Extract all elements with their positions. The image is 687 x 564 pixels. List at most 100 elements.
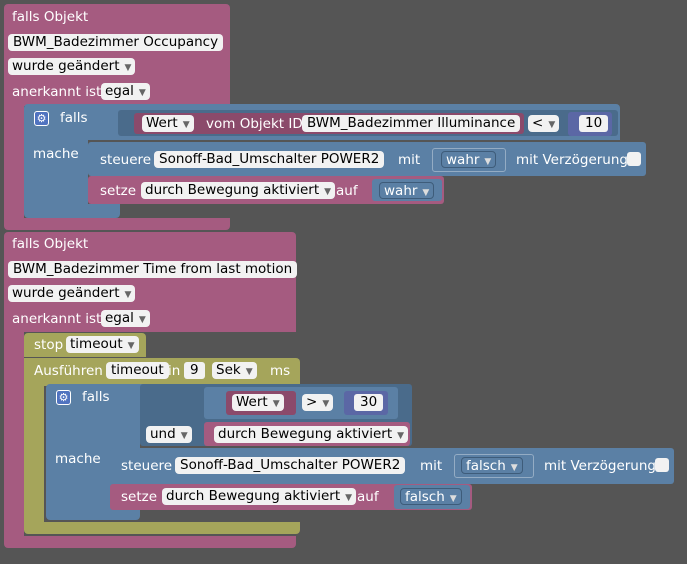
of-object-label: vom Objekt ID	[206, 116, 303, 132]
gear-icon[interactable]: ⚙	[56, 390, 71, 405]
trigger-block-2-spine	[4, 330, 24, 540]
delay-label: mit Verzögerung	[544, 458, 656, 474]
ack-dropdown[interactable]: egal ▼	[101, 310, 150, 327]
delay-checkbox[interactable]	[655, 458, 669, 472]
operator-value: <	[532, 115, 544, 131]
run-delay-number[interactable]: 9	[184, 362, 205, 379]
trigger-block-2-header[interactable]	[4, 232, 296, 332]
value-attribute-dropdown[interactable]: Wert ▼	[142, 115, 194, 132]
delay-checkbox[interactable]	[627, 152, 641, 166]
trigger-type-value: wurde geändert	[12, 58, 120, 74]
dropdown-arrow-icon: ▼	[397, 431, 405, 441]
set-variable-value: durch Bewegung aktiviert	[145, 182, 320, 198]
object-id-field[interactable]: BWM_Badezimmer Occupancy	[8, 34, 224, 51]
trigger-type-dropdown[interactable]: wurde geändert ▼	[8, 285, 136, 302]
trigger-title: falls Objekt	[12, 236, 89, 252]
dropdown-arrow-icon: ▼	[124, 290, 132, 300]
dropdown-arrow-icon: ▼	[182, 120, 190, 130]
to-label: auf	[357, 489, 379, 505]
dropdown-arrow-icon: ▼	[322, 399, 330, 409]
set-value: falsch	[405, 489, 445, 505]
control-value: wahr	[446, 152, 480, 168]
ack-label: anerkannt ist	[12, 311, 102, 327]
dropdown-arrow-icon: ▼	[124, 63, 132, 73]
trigger-block-1-footer	[4, 218, 230, 230]
in-label: in	[168, 363, 181, 379]
control-value-dropdown[interactable]: wahr ▼	[441, 151, 497, 168]
if-block-1-spine	[24, 138, 88, 214]
set-variable-dropdown[interactable]: durch Bewegung aktiviert▼	[141, 182, 336, 199]
dropdown-arrow-icon: ▼	[510, 463, 518, 473]
object-id-field[interactable]: BWM_Badezimmer Time from last motion	[8, 261, 298, 278]
run-timeout-footer	[24, 522, 300, 534]
dropdown-arrow-icon: ▼	[345, 493, 353, 503]
control-value: falsch	[466, 458, 506, 474]
with-label: mit	[420, 458, 443, 474]
if-label: falls	[82, 389, 110, 405]
dropdown-arrow-icon: ▼	[272, 399, 280, 409]
with-label: mit	[398, 152, 421, 168]
value-attribute-value: Wert	[236, 394, 268, 410]
if-block-1-footer	[24, 204, 120, 218]
run-unit-value: Sek	[216, 362, 241, 378]
control-value-socket	[432, 148, 506, 172]
to-label: auf	[336, 183, 358, 199]
trigger-type-value: wurde geändert	[12, 285, 120, 301]
set-variable-value: durch Bewegung aktiviert	[166, 488, 341, 504]
dropdown-arrow-icon: ▼	[138, 315, 146, 325]
dropdown-arrow-icon: ▼	[138, 88, 146, 98]
value-attribute-value: Wert	[146, 115, 178, 131]
dropdown-arrow-icon: ▼	[127, 341, 135, 351]
operator-dropdown[interactable]: <▼	[528, 115, 560, 132]
dropdown-arrow-icon: ▼	[548, 120, 556, 130]
trigger-type-dropdown[interactable]: wurde geändert ▼	[8, 58, 136, 75]
control-label: steuere	[100, 152, 152, 168]
run-unit-dropdown[interactable]: Sek ▼	[212, 362, 257, 379]
dropdown-arrow-icon: ▼	[449, 494, 457, 504]
trigger-block-2-footer	[4, 536, 296, 548]
ack-label: anerkannt ist	[12, 84, 102, 100]
delay-label: mit Verzögerung	[516, 152, 628, 168]
compare-number[interactable]: 30	[354, 394, 384, 411]
trigger-block-1-spine	[4, 100, 24, 224]
do-label: mache	[55, 451, 101, 467]
do-label: mache	[33, 146, 79, 162]
dropdown-arrow-icon: ▼	[422, 188, 430, 198]
control-value-dropdown[interactable]: falsch ▼	[461, 457, 523, 474]
value-attribute-dropdown[interactable]: Wert ▼	[232, 394, 284, 411]
and-variable-value: durch Bewegung aktiviert	[218, 426, 393, 442]
set-label: setze	[100, 183, 137, 199]
and-variable-dropdown[interactable]: durch Bewegung aktiviert ▼	[214, 426, 409, 443]
trigger-title: falls Objekt	[12, 9, 89, 25]
dropdown-arrow-icon: ▼	[180, 431, 188, 441]
dropdown-arrow-icon: ▼	[245, 367, 253, 377]
gear-icon[interactable]: ⚙	[34, 111, 49, 126]
set-value: wahr	[384, 183, 418, 199]
ack-dropdown[interactable]: egal ▼	[101, 83, 150, 100]
control-target-field[interactable]: Sonoff-Bad_Umschalter POWER2	[154, 151, 385, 168]
if-block-2-footer	[46, 508, 140, 520]
set-value-dropdown[interactable]: falsch ▼	[400, 488, 462, 505]
condition-object-field[interactable]: BWM_Badezimmer Illuminance	[302, 115, 521, 132]
and-operator-dropdown[interactable]: und ▼	[146, 426, 192, 443]
control-label: steuere	[121, 458, 173, 474]
control-value-socket	[454, 454, 534, 478]
and-operator-value: und	[150, 426, 176, 442]
ack-value: egal	[105, 310, 134, 326]
set-variable-dropdown[interactable]: durch Bewegung aktiviert ▼	[162, 488, 357, 505]
ms-label: ms	[270, 363, 291, 379]
stop-variable-dropdown[interactable]: timeout ▼	[66, 336, 139, 353]
if-label: falls	[60, 110, 88, 126]
ack-value: egal	[105, 83, 134, 99]
stop-variable-value: timeout	[70, 336, 123, 352]
run-variable-field[interactable]: timeout	[106, 362, 169, 379]
run-timeout-spine	[24, 384, 44, 526]
control-target-field[interactable]: Sonoff-Bad_Umschalter POWER2	[175, 457, 406, 474]
compare-number[interactable]: 10	[579, 115, 609, 132]
operator-value: >	[306, 394, 318, 410]
operator-dropdown[interactable]: >▼	[302, 394, 334, 411]
run-label: Ausführen	[34, 363, 103, 379]
stop-label: stop	[34, 337, 64, 353]
set-value-dropdown[interactable]: wahr ▼	[379, 182, 435, 199]
dropdown-arrow-icon: ▼	[484, 157, 492, 167]
